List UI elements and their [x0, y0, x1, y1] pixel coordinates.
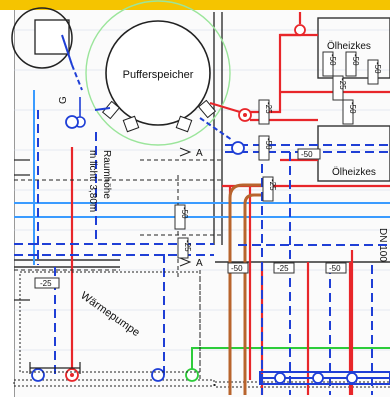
wall-hatch	[13, 379, 215, 387]
arrow-a2-label: A	[196, 258, 203, 269]
oil-tank-1-label: Ölheizkes	[327, 40, 371, 52]
dim-tag: -50	[367, 59, 382, 85]
green-pipe	[191, 347, 390, 376]
blue-return-pipes	[14, 110, 390, 395]
dim-tag: -25	[262, 176, 277, 202]
dimension-ticks	[14, 159, 81, 374]
room-height-value: m licht: 3,80m	[87, 150, 98, 212]
svg-text:-25: -25	[338, 78, 347, 90]
dim-tag: -50	[258, 135, 273, 161]
dim-tag: -50	[174, 204, 189, 230]
dim-tag: -25	[34, 277, 60, 289]
light-blue-pipes	[14, 90, 390, 265]
valve-dots	[70, 113, 247, 377]
svg-text:-50: -50	[351, 54, 360, 66]
pump-symbols	[31, 24, 358, 384]
dimension-tags: -25 -50 -50 -25 -50 -50	[34, 51, 382, 289]
dim-tag: -50	[227, 262, 249, 274]
dim-tag: -50	[325, 262, 347, 274]
oil-tank-2-label: Ölheizkes	[332, 166, 376, 178]
valve-g-label: G	[58, 96, 69, 104]
wall-valve-box	[11, 7, 83, 91]
wall-hatch-right	[214, 381, 390, 388]
svg-text:-50: -50	[373, 62, 382, 74]
svg-text:-50: -50	[329, 264, 341, 273]
dim-tag: -50	[345, 51, 360, 77]
dn-label: DN 100	[377, 228, 388, 262]
background-grid	[14, 29, 390, 351]
buffer-tank-label: Pufferspeicher	[123, 69, 194, 81]
svg-text:-25: -25	[264, 102, 273, 114]
svg-text:-50: -50	[231, 264, 243, 273]
heat-pump-label: Wärmepumpe	[78, 290, 141, 339]
svg-text:-50: -50	[264, 138, 273, 150]
svg-text:-50: -50	[348, 102, 357, 114]
heat-pump-outline	[19, 271, 201, 373]
svg-text:-25: -25	[277, 264, 289, 273]
sensor-ring	[85, 0, 231, 146]
svg-text:-50: -50	[301, 150, 313, 159]
dim-tag: -50	[342, 99, 357, 125]
section-arrow-a2	[179, 257, 192, 267]
dim-tag: -25	[332, 75, 347, 101]
dim-tag: -50	[322, 51, 337, 77]
dim-tag: -25	[177, 237, 192, 259]
dim-tag: -50	[297, 148, 321, 160]
dim-tag: -25	[258, 99, 273, 125]
svg-text:-50: -50	[328, 54, 337, 66]
brown-pipe	[228, 183, 262, 395]
svg-text:-25: -25	[40, 279, 52, 288]
buffer-tank	[94, 20, 241, 141]
accent-bar	[0, 0, 390, 10]
room-height-label: Raumhöhe	[101, 150, 112, 199]
svg-text:-25: -25	[268, 179, 277, 191]
svg-text:-50: -50	[180, 207, 189, 219]
dim-tag: -25	[273, 262, 295, 274]
section-arrow-a1	[179, 147, 192, 157]
svg-text:-25: -25	[183, 240, 192, 252]
arrow-a1-label: A	[196, 148, 203, 159]
